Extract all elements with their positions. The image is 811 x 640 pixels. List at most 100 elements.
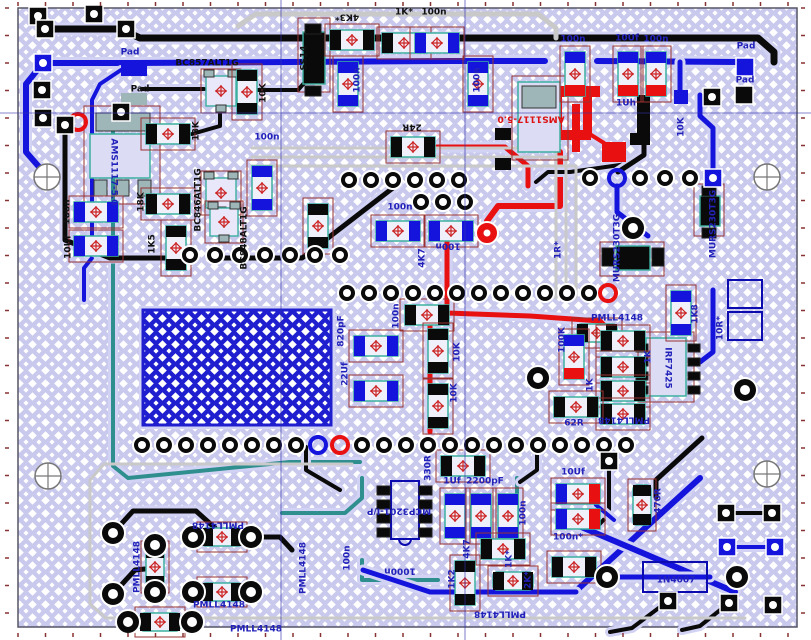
ic-pin[interactable]: [376, 499, 391, 510]
chip-terminal: [338, 62, 358, 73]
sot23-pad[interactable]: [229, 201, 241, 210]
copper-trace[interactable]: [88, 462, 354, 482]
sot23-pad[interactable]: [218, 234, 230, 243]
component-label: PMLL4148: [193, 601, 245, 611]
ring-pad[interactable]: [607, 168, 627, 188]
copper-trace[interactable]: [304, 445, 342, 492]
copper-trace[interactable]: [484, 149, 563, 224]
chip-terminal: [330, 30, 341, 50]
chip-courtyard: [640, 45, 672, 103]
connector-outline[interactable]: [727, 311, 763, 341]
origin-marker-icon: [569, 68, 581, 80]
diode-pad[interactable]: [304, 85, 322, 97]
copper-trace[interactable]: [250, 164, 578, 300]
chip-terminal: [474, 456, 485, 476]
copper-trace[interactable]: [280, 476, 364, 515]
ic-pin[interactable]: [687, 357, 701, 367]
ic-pin[interactable]: [376, 513, 391, 524]
pad-rect[interactable]: [630, 133, 650, 145]
pad-rect[interactable]: [583, 97, 592, 133]
copper-trace[interactable]: [534, 162, 629, 184]
ring-pad[interactable]: [598, 283, 618, 303]
diode-pad[interactable]: [651, 247, 665, 267]
pad-rect[interactable]: [637, 95, 650, 137]
copper-trace[interactable]: [82, 68, 123, 302]
square-pad[interactable]: [735, 57, 755, 77]
sot23-pad[interactable]: [215, 104, 227, 113]
component-label: IRF7425: [663, 347, 673, 388]
ic-pin[interactable]: [418, 513, 433, 524]
ic-regulator2-courtyard[interactable]: [511, 75, 569, 161]
pad-hole: [708, 93, 716, 101]
pad-hole: [286, 251, 294, 259]
connector-outline[interactable]: [727, 279, 763, 309]
pad-hole: [453, 289, 461, 297]
ic-so8-body[interactable]: [645, 337, 687, 397]
pad-hole: [533, 373, 543, 383]
origin-marker-icon: [215, 85, 227, 97]
chip-courtyard: [487, 565, 539, 597]
copper-pour[interactable]: [141, 308, 333, 427]
copper-trace[interactable]: [23, 60, 46, 171]
copper-trace[interactable]: [608, 599, 670, 634]
ring-pad[interactable]: [330, 435, 350, 455]
copper-trace[interactable]: [190, 106, 222, 136]
component-label: 62R: [564, 419, 584, 429]
chip-terminal: [493, 572, 504, 590]
sot23-pad[interactable]: [227, 171, 239, 180]
ic-regulator2-tab[interactable]: [521, 85, 557, 109]
chip-courtyard: [558, 328, 590, 386]
copper-trace[interactable]: [88, 478, 747, 620]
pad-rect[interactable]: [495, 128, 511, 140]
pad-rect[interactable]: [602, 142, 626, 162]
copper-trace[interactable]: [110, 508, 218, 536]
pad-hole: [723, 543, 731, 551]
origin-marker-icon: [472, 78, 484, 90]
pad-hole: [367, 176, 375, 184]
ic-dip8-body[interactable]: [390, 480, 420, 540]
component-label: 100n: [63, 199, 73, 224]
ic-pin[interactable]: [418, 527, 433, 538]
pad-hole: [39, 114, 47, 122]
copper-trace[interactable]: [250, 155, 568, 300]
pad-hole: [186, 251, 194, 259]
ic-pin[interactable]: [418, 485, 433, 496]
ic-pin[interactable]: [376, 485, 391, 496]
ic-pin[interactable]: [418, 499, 433, 510]
ic-pin[interactable]: [376, 527, 391, 538]
pad-rect[interactable]: [572, 104, 580, 152]
pad-hole: [41, 25, 49, 33]
diode-body[interactable]: [615, 245, 651, 271]
ic-regulator-body[interactable]: [89, 133, 151, 179]
diode-pad[interactable]: [701, 227, 717, 239]
ic-pin[interactable]: [687, 343, 701, 353]
chip-terminal: [556, 509, 567, 529]
sot23-courtyard[interactable]: [204, 200, 244, 244]
square-pad[interactable]: [734, 85, 754, 105]
ic-pin[interactable]: [93, 179, 108, 197]
copper-trace[interactable]: [697, 92, 716, 173]
pad-rect[interactable]: [121, 64, 147, 76]
sot23-pad[interactable]: [203, 69, 215, 78]
copper-trace[interactable]: [235, 11, 559, 41]
ic-pin[interactable]: [687, 371, 701, 381]
chip-terminal: [441, 456, 452, 476]
pad-hole: [188, 587, 198, 597]
pad-rect[interactable]: [495, 158, 511, 170]
sot23-pad[interactable]: [203, 171, 215, 180]
ic-pin[interactable]: [687, 385, 701, 395]
pad-hole: [769, 601, 777, 609]
diode-pad[interactable]: [601, 247, 615, 267]
sot23-pad[interactable]: [207, 201, 219, 210]
copper-trace[interactable]: [40, 58, 548, 66]
diode-pad[interactable]: [304, 23, 322, 35]
pad-hole: [343, 289, 351, 297]
pad-rect[interactable]: [674, 90, 688, 104]
copper-trace[interactable]: [360, 567, 579, 595]
ring-pad[interactable]: [308, 435, 328, 455]
copper-trace[interactable]: [697, 287, 716, 365]
pad-rect[interactable]: [121, 93, 147, 105]
component-label: PMLL4148: [133, 541, 143, 593]
